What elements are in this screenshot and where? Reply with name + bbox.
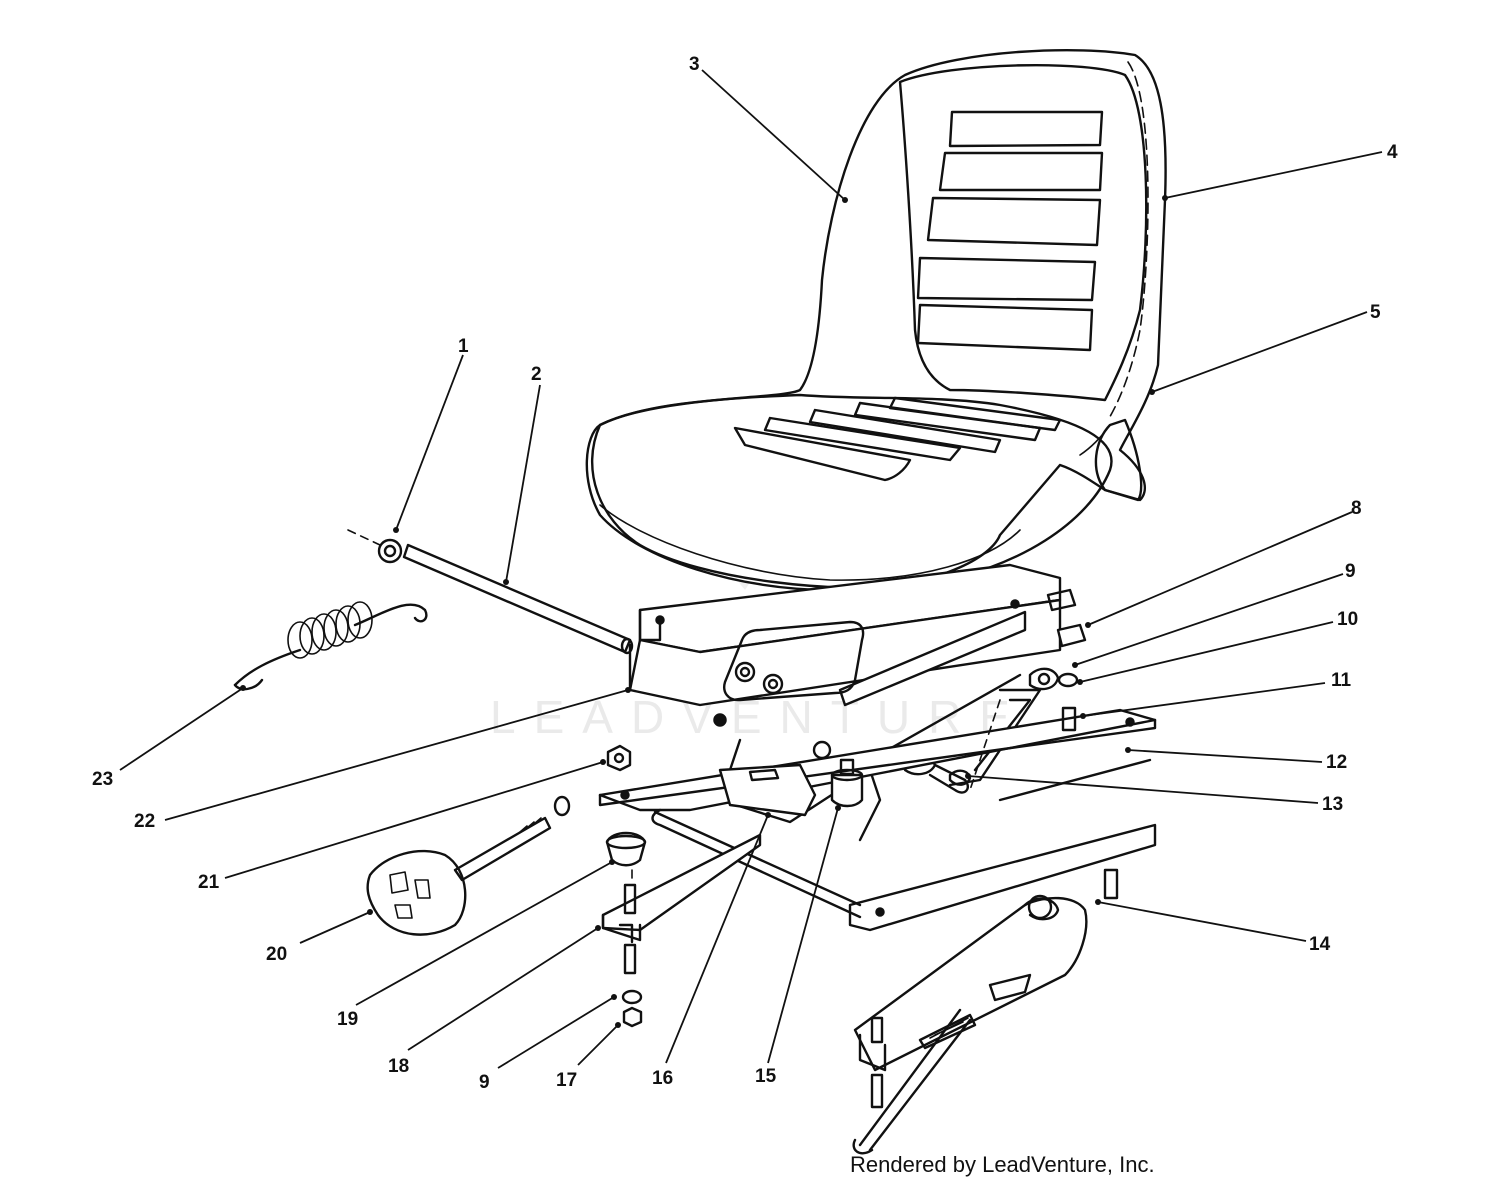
callout-9b: 9 bbox=[479, 1072, 490, 1093]
assembly-lines bbox=[347, 529, 1001, 881]
callout-15: 15 bbox=[755, 1066, 777, 1087]
callout-14: 14 bbox=[1309, 934, 1331, 955]
slide-rail-right bbox=[852, 868, 1119, 1155]
callout-10: 10 bbox=[1337, 609, 1358, 630]
slide-rail-left bbox=[601, 833, 762, 975]
spring-coils bbox=[287, 601, 373, 659]
callout-2: 2 bbox=[531, 364, 542, 385]
callout-20: 20 bbox=[266, 944, 287, 965]
callout-5: 5 bbox=[1370, 302, 1381, 323]
callout-12: 12 bbox=[1326, 752, 1347, 773]
callout-16: 16 bbox=[652, 1068, 673, 1089]
callout-13: 13 bbox=[1322, 794, 1343, 815]
callout-18: 18 bbox=[388, 1056, 409, 1077]
render-credit: Rendered by LeadVenture, Inc. bbox=[850, 1152, 1155, 1177]
callout-19: 19 bbox=[337, 1009, 358, 1030]
callout-22: 22 bbox=[134, 811, 155, 832]
hardware bbox=[233, 538, 1087, 1028]
callout-17: 17 bbox=[556, 1070, 577, 1091]
callout-1: 1 bbox=[458, 336, 469, 357]
callout-23: 23 bbox=[92, 769, 113, 790]
suspension-top-plate bbox=[628, 563, 1062, 727]
callouts: 1 2 3 4 5 8 9 10 11 12 bbox=[92, 54, 1398, 1093]
callout-4: 4 bbox=[1387, 142, 1398, 163]
callout-8: 8 bbox=[1351, 498, 1362, 519]
seat-part bbox=[585, 48, 1167, 592]
callout-9a: 9 bbox=[1345, 561, 1356, 582]
callout-3: 3 bbox=[689, 54, 700, 75]
callout-21: 21 bbox=[198, 872, 220, 893]
callout-11: 11 bbox=[1331, 670, 1352, 691]
